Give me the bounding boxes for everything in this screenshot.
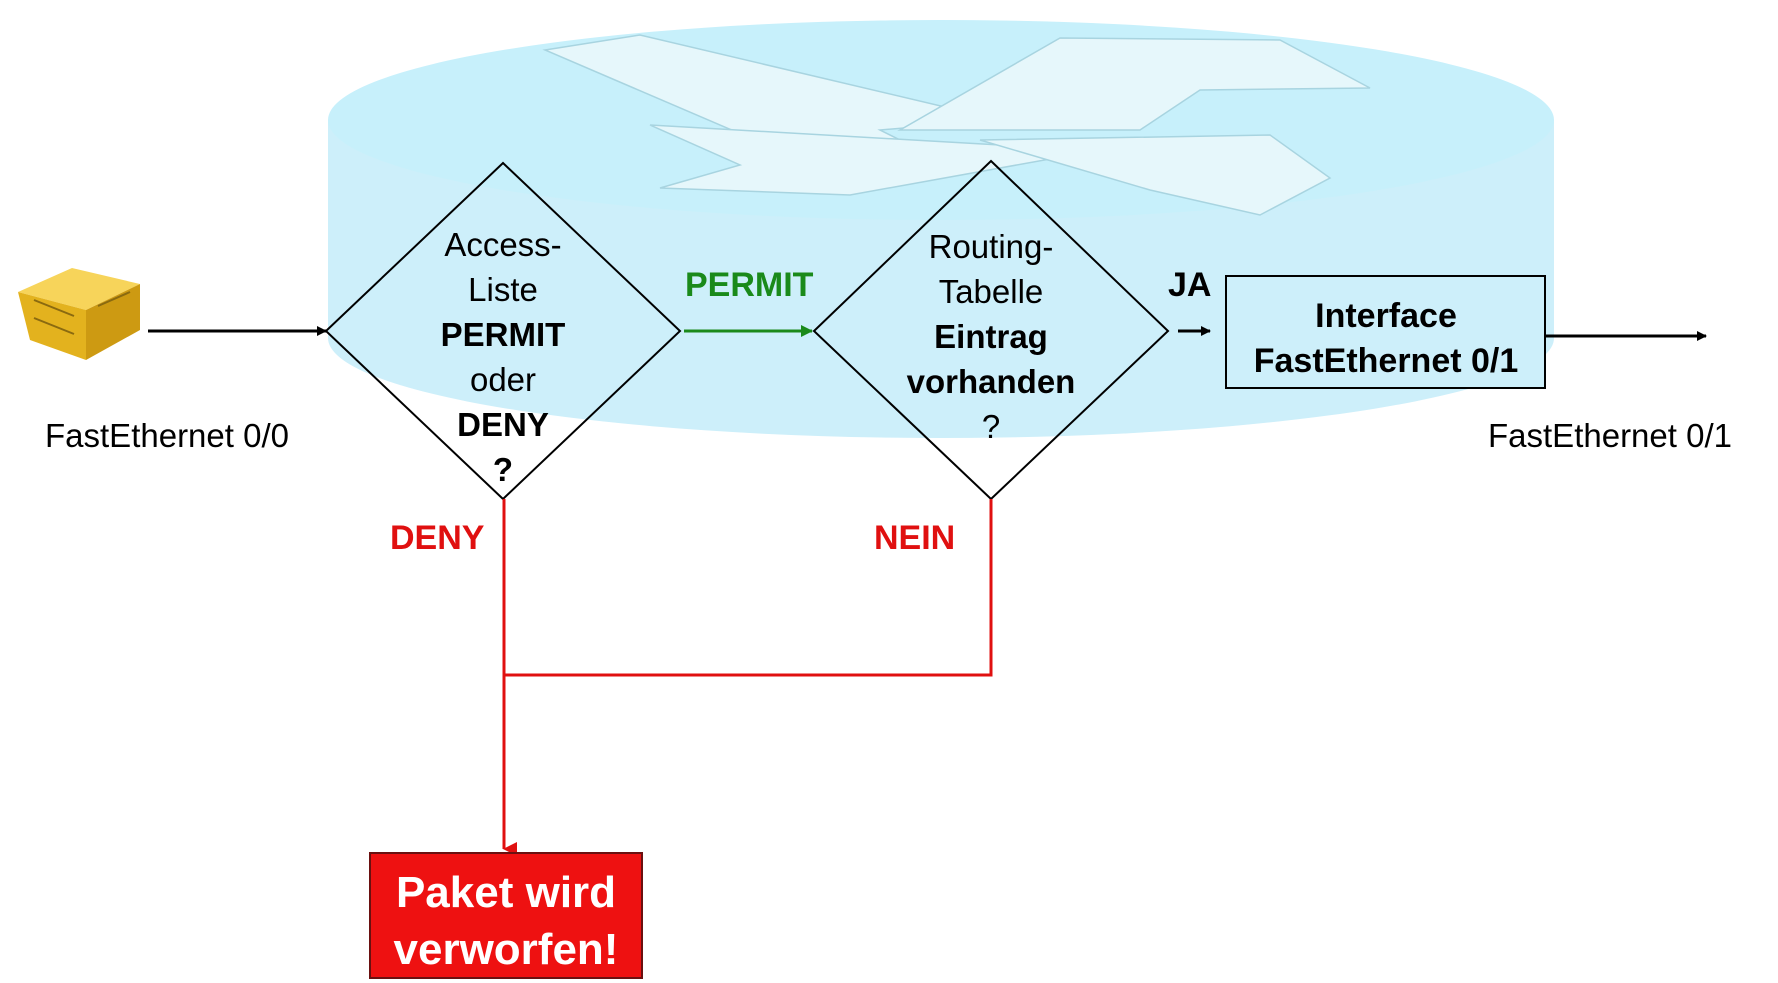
acl-text-1: Access-	[444, 226, 561, 263]
acl-text-5: DENY	[457, 406, 549, 443]
port-out-label: FastEthernet 0/1	[1488, 417, 1732, 454]
routing-text-3: Eintrag	[934, 318, 1048, 355]
ja-label: JA	[1168, 266, 1211, 304]
routing-text-1: Routing-	[929, 228, 1054, 265]
acl-text-2: Liste	[468, 271, 538, 308]
port-in-label: FastEthernet 0/0	[45, 417, 289, 454]
routing-text-4: vorhanden	[907, 363, 1076, 400]
acl-text-4: oder	[470, 361, 536, 398]
routing-text-2: Tabelle	[939, 273, 1044, 310]
interface-text-2: FastEthernet 0/1	[1254, 342, 1519, 380]
acl-text-3: PERMIT	[441, 316, 566, 353]
interface-box	[1225, 275, 1546, 389]
drop-text-2: verworfen!	[394, 925, 619, 974]
packet-dropped-box	[369, 852, 643, 979]
drop-text-1: Paket wird	[396, 868, 616, 917]
permit-label: PERMIT	[685, 266, 814, 304]
packet-icon	[18, 268, 140, 360]
acl-text-6: ?	[493, 451, 513, 488]
deny-label: DENY	[390, 519, 485, 557]
nein-connector	[504, 499, 993, 677]
nein-label: NEIN	[874, 519, 955, 557]
router-icon	[328, 20, 1554, 438]
routing-text-5: ?	[982, 408, 1000, 445]
interface-text-1: Interface	[1315, 297, 1457, 335]
